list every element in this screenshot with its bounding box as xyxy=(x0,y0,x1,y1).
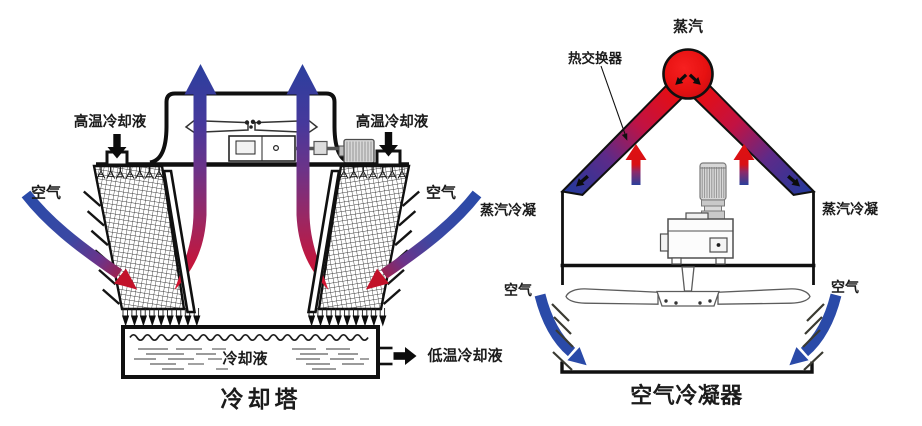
cooling-tower-title: 冷却塔 xyxy=(220,386,302,412)
intake-arrow-right xyxy=(789,293,842,366)
air-arrow-left xyxy=(21,190,138,290)
spray-nozzles-right xyxy=(339,166,407,179)
label-steam-condensing-left: 蒸汽冷凝 xyxy=(480,202,536,218)
outlet-arrow-icon xyxy=(379,346,417,366)
intake-arrow-left xyxy=(534,293,587,366)
label-cold-coolant: 低温冷却液 xyxy=(427,347,503,365)
coolant-inlet-right xyxy=(375,132,402,167)
spray-nozzles-left xyxy=(96,166,164,179)
eliminator-left xyxy=(162,169,197,314)
label-air-left: 空气 xyxy=(30,184,62,202)
air-condenser-figure xyxy=(534,48,842,374)
label-air-intake-left: 空气 xyxy=(504,281,532,298)
label-air-right: 空气 xyxy=(425,184,457,202)
hot-air-arrow-left xyxy=(625,144,647,185)
eliminator-right xyxy=(306,169,341,314)
label-steam-condensing-right: 蒸汽冷凝 xyxy=(822,201,878,217)
basin xyxy=(121,325,380,379)
label-air-intake-right: 空气 xyxy=(831,279,859,295)
droplets-left xyxy=(122,308,201,327)
base-bracket xyxy=(560,361,814,374)
label-steam: 蒸汽 xyxy=(672,18,704,36)
cooling-tower-figure xyxy=(21,64,482,379)
intake-hatches xyxy=(551,303,825,371)
coolant-inlet-left xyxy=(105,134,129,167)
label-coolant: 冷却液 xyxy=(222,350,268,368)
air-condenser-title: 空气冷凝器 xyxy=(630,383,743,408)
tower-motor-icon xyxy=(338,138,375,164)
updraft-arrow-left xyxy=(174,64,217,290)
label-heat-exchanger: 热交换器 xyxy=(568,51,622,66)
condenser-motor-icon xyxy=(659,162,734,265)
steam-inlet-icon xyxy=(662,48,714,100)
air-arrow-right xyxy=(365,190,482,290)
leader-line xyxy=(600,65,628,141)
condenser-fan-icon xyxy=(565,266,811,307)
heat-exchanger-band-left xyxy=(560,79,687,196)
label-hot-coolant-left: 高温冷却液 xyxy=(73,114,147,131)
droplets-right xyxy=(308,308,387,327)
hot-air-arrow-right xyxy=(733,144,755,185)
updraft-arrow-right xyxy=(286,64,329,290)
condenser-housing xyxy=(560,191,816,285)
label-hot-coolant-right: 高温冷却液 xyxy=(355,114,429,131)
